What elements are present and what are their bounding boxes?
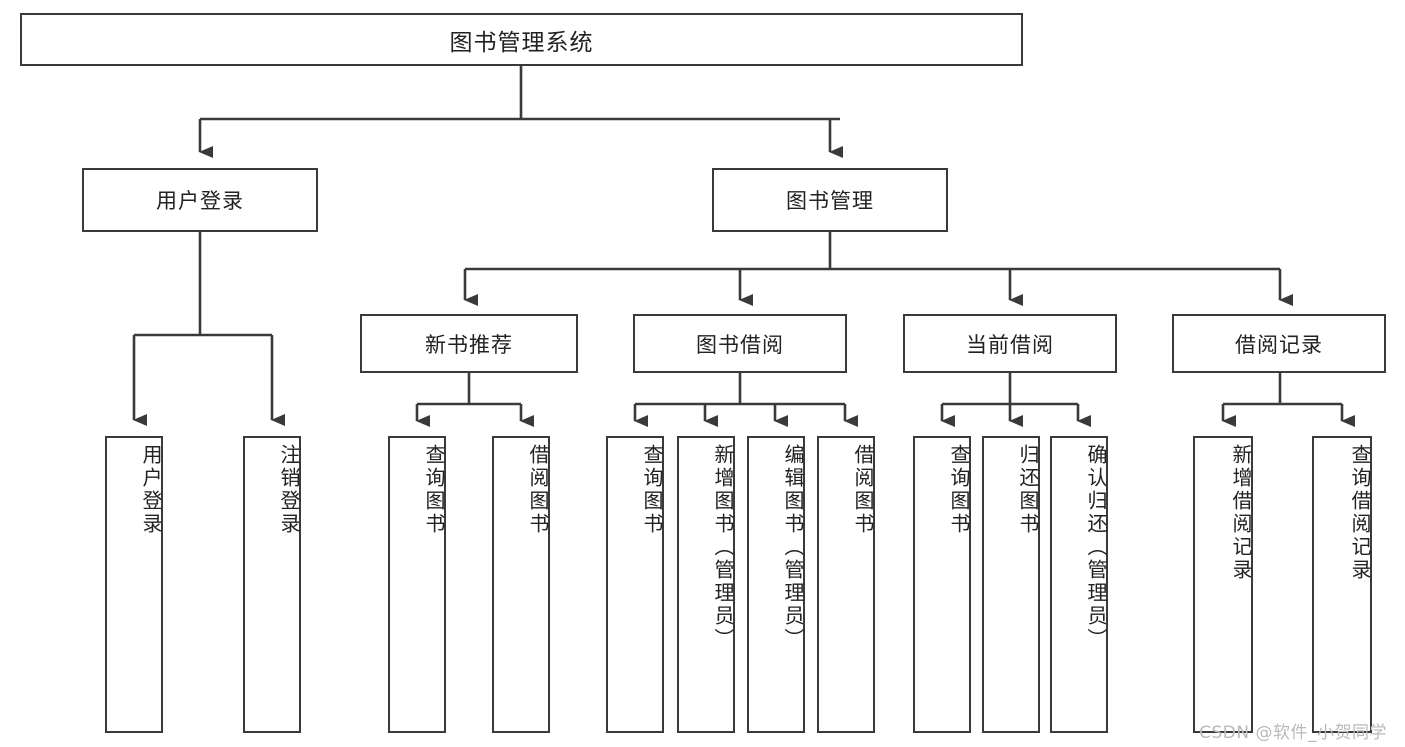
node-user-login[interactable]: 用户登录	[82, 168, 318, 232]
node-book-borrowing[interactable]: 图书借阅	[633, 314, 847, 373]
node-root-book-management-system[interactable]: 图书管理系统	[20, 13, 1023, 66]
leaf-confirm-return-admin[interactable]: 确认归还（管理员）	[1050, 436, 1108, 733]
node-label: 借阅图书	[851, 444, 875, 536]
node-borrowing-record[interactable]: 借阅记录	[1172, 314, 1386, 373]
node-current-borrowing[interactable]: 当前借阅	[903, 314, 1117, 373]
node-label: 当前借阅	[966, 332, 1054, 357]
node-label: 图书管理	[786, 189, 874, 213]
leaf-add-borrow-record[interactable]: 新增借阅记录	[1193, 436, 1253, 733]
leaf-query-book-borrow[interactable]: 查询图书	[606, 436, 664, 733]
leaf-edit-book-admin[interactable]: 编辑图书（管理员）	[747, 436, 805, 733]
node-label: 借阅图书	[526, 444, 550, 536]
node-label: 确认归还（管理员）	[1084, 444, 1108, 651]
leaf-logout-login[interactable]: 注销登录	[243, 436, 301, 733]
leaf-user-login[interactable]: 用户登录	[105, 436, 163, 733]
node-label: 用户登录	[156, 189, 244, 213]
leaf-borrow-book-recommend[interactable]: 借阅图书	[492, 436, 550, 733]
node-book-management[interactable]: 图书管理	[712, 168, 948, 232]
node-label: 查询图书	[947, 444, 971, 536]
node-label: 图书管理系统	[449, 29, 594, 56]
leaf-return-book[interactable]: 归还图书	[982, 436, 1040, 733]
node-label: 查询借阅记录	[1348, 444, 1372, 582]
node-label: 查询图书	[422, 444, 446, 536]
node-label: 查询图书	[640, 444, 664, 536]
node-label: 编辑图书（管理员）	[781, 444, 805, 651]
node-label: 用户登录	[139, 444, 163, 536]
node-label: 归还图书	[1016, 444, 1040, 536]
leaf-query-book-recommend[interactable]: 查询图书	[388, 436, 446, 733]
node-label: 图书借阅	[696, 332, 784, 357]
node-label: 新增图书（管理员）	[711, 444, 735, 651]
leaf-borrow-book[interactable]: 借阅图书	[817, 436, 875, 733]
node-label: 新增借阅记录	[1229, 444, 1253, 582]
leaf-add-book-admin[interactable]: 新增图书（管理员）	[677, 436, 735, 733]
node-new-book-recommendation[interactable]: 新书推荐	[360, 314, 578, 373]
node-label: 新书推荐	[425, 332, 513, 357]
leaf-query-borrow-record[interactable]: 查询借阅记录	[1312, 436, 1372, 733]
leaf-query-book-current[interactable]: 查询图书	[913, 436, 971, 733]
node-label: 借阅记录	[1235, 332, 1323, 357]
node-label: 注销登录	[277, 444, 301, 536]
csdn-watermark: CSDN @软件_小贺同学	[1199, 723, 1387, 743]
